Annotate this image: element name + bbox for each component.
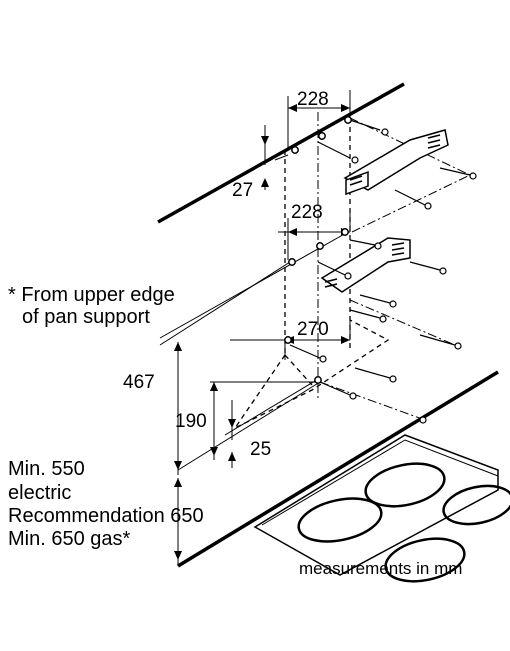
note-min-gas: Min. 650 gas*	[8, 528, 131, 550]
drill-holes	[284, 116, 352, 384]
wall-bracket-upper	[343, 129, 449, 196]
note-upper-edge-line2: of pan support	[22, 306, 150, 328]
drill-lines	[319, 117, 471, 421]
wall-bracket-lower	[320, 237, 411, 293]
units-legend: measurements in mm	[299, 559, 463, 578]
note-upper-edge-line1: * From upper edge	[8, 284, 175, 306]
dim-middle-spacing: 228	[291, 202, 323, 223]
note-min-electric-line2: electric	[8, 482, 72, 504]
dim-lower-height: 190	[175, 411, 207, 432]
dimension-arrows	[174, 104, 350, 560]
note-min-electric-line1: Min. 550	[8, 458, 85, 480]
ceiling-edge-line	[157, 82, 405, 224]
dim-lower-offset: 25	[250, 439, 272, 460]
dim-overall-height: 467	[123, 372, 155, 393]
hotplate-back-right	[442, 484, 510, 526]
screws	[289, 119, 477, 424]
dim-top-spacing: 228	[297, 89, 329, 110]
hotplate-front-left	[297, 497, 383, 543]
note-recommendation: Recommendation 650	[8, 505, 204, 527]
dimension-lines	[159, 90, 351, 566]
dim-top-offset: 27	[232, 180, 254, 201]
worktop-edge-line	[177, 370, 499, 568]
chimney-outline	[233, 118, 390, 430]
hotplate-back-left	[364, 462, 446, 508]
hotplate-front-right	[384, 537, 466, 583]
cooktop	[253, 434, 510, 583]
dim-lower-spacing: 270	[297, 319, 329, 340]
